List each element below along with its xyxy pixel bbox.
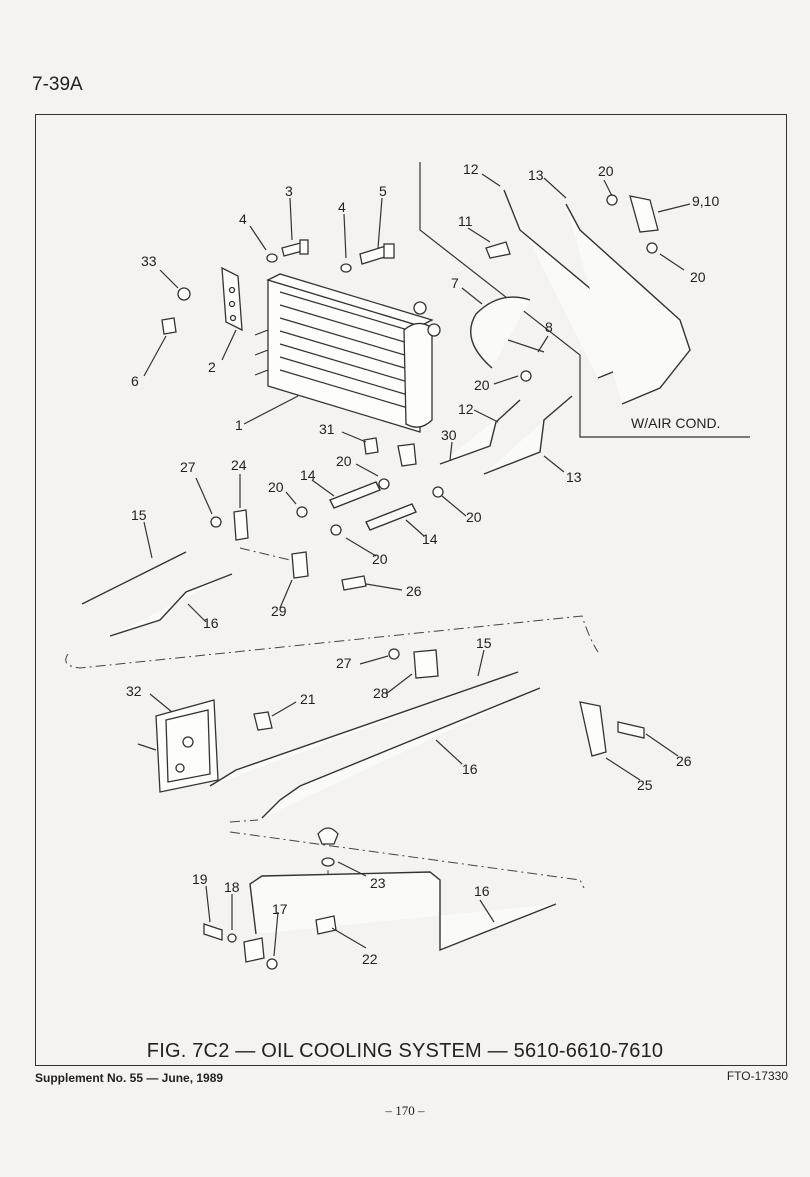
- tube-15-upper: [81, 551, 187, 605]
- callout-16: 16: [203, 615, 219, 631]
- callout-18: 18: [224, 879, 240, 895]
- callout-28: 28: [373, 685, 389, 701]
- bolts-top: [161, 239, 395, 335]
- figure-frame: [35, 114, 787, 1066]
- callout-7: 7: [451, 275, 459, 291]
- callout-22: 22: [362, 951, 378, 967]
- callout-26: 26: [406, 583, 422, 599]
- callout-numbers: 1 2 3 4 4 5 6 7 8 9,10 11 12 12 13 13 14…: [126, 161, 719, 967]
- callout-16: 16: [474, 883, 490, 899]
- bracket: [221, 266, 243, 332]
- callout-2: 2: [208, 359, 216, 375]
- leader-lines: [137, 173, 691, 957]
- callout-27: 27: [180, 459, 196, 475]
- oil-cooler: [254, 273, 441, 433]
- callout-14: 14: [422, 531, 438, 547]
- callout-3: 3: [285, 183, 293, 199]
- supplement-note: Supplement No. 55 — June, 1989: [35, 1071, 224, 1085]
- callout-8: 8: [545, 319, 553, 335]
- air-cond-inset: W/AIR COND.: [419, 162, 750, 438]
- callout-9-10: 9,10: [692, 193, 719, 209]
- callout-12: 12: [463, 161, 479, 177]
- callout-26: 26: [676, 753, 692, 769]
- callout-32: 32: [126, 683, 142, 699]
- tube-15-mid: [209, 671, 519, 787]
- callout-5: 5: [379, 183, 387, 199]
- callout-20: 20: [690, 269, 706, 285]
- tube-16-mid: [261, 687, 541, 819]
- page-number: 7-39A: [32, 74, 83, 95]
- page-number-footer: – 170 –: [385, 1103, 425, 1118]
- callout-20: 20: [268, 479, 284, 495]
- tube-16-upper: [109, 573, 233, 637]
- callout-19: 19: [192, 871, 208, 887]
- callout-25: 25: [637, 777, 653, 793]
- figure-caption: FIG. 7C2 — OIL COOLING SYSTEM — 5610-661…: [146, 1040, 664, 1062]
- hose-assembly: [469, 296, 545, 382]
- callout-17: 17: [272, 901, 288, 917]
- callout-12: 12: [458, 401, 474, 417]
- callout-11: 11: [458, 213, 473, 229]
- reference-code: FTO-17330: [726, 1069, 788, 1083]
- callout-13: 13: [528, 167, 544, 183]
- callout-16: 16: [462, 761, 478, 777]
- ac-line-13: [565, 203, 691, 405]
- oil-reservoir: [155, 699, 219, 793]
- callout-15: 15: [476, 635, 492, 651]
- callout-13: 13: [566, 469, 582, 485]
- callout-1: 1: [235, 417, 243, 433]
- callout-20: 20: [336, 453, 352, 469]
- callout-6: 6: [131, 373, 139, 389]
- callout-4: 4: [239, 211, 247, 227]
- callout-20: 20: [474, 377, 490, 393]
- callout-29: 29: [271, 603, 287, 619]
- callout-27: 27: [336, 655, 352, 671]
- callout-20: 20: [372, 551, 388, 567]
- callout-4: 4: [338, 199, 346, 215]
- callout-33: 33: [141, 253, 157, 269]
- callout-24: 24: [231, 457, 247, 473]
- callout-15: 15: [131, 507, 147, 523]
- callout-23: 23: [370, 875, 386, 891]
- callout-21: 21: [300, 691, 316, 707]
- callout-20: 20: [466, 509, 482, 525]
- lower-assembly: [203, 827, 557, 970]
- callout-31: 31: [319, 421, 335, 437]
- callout-30: 30: [441, 427, 457, 443]
- callout-20: 20: [598, 163, 614, 179]
- callout-14: 14: [300, 467, 316, 483]
- inset-label: W/AIR COND.: [631, 415, 720, 431]
